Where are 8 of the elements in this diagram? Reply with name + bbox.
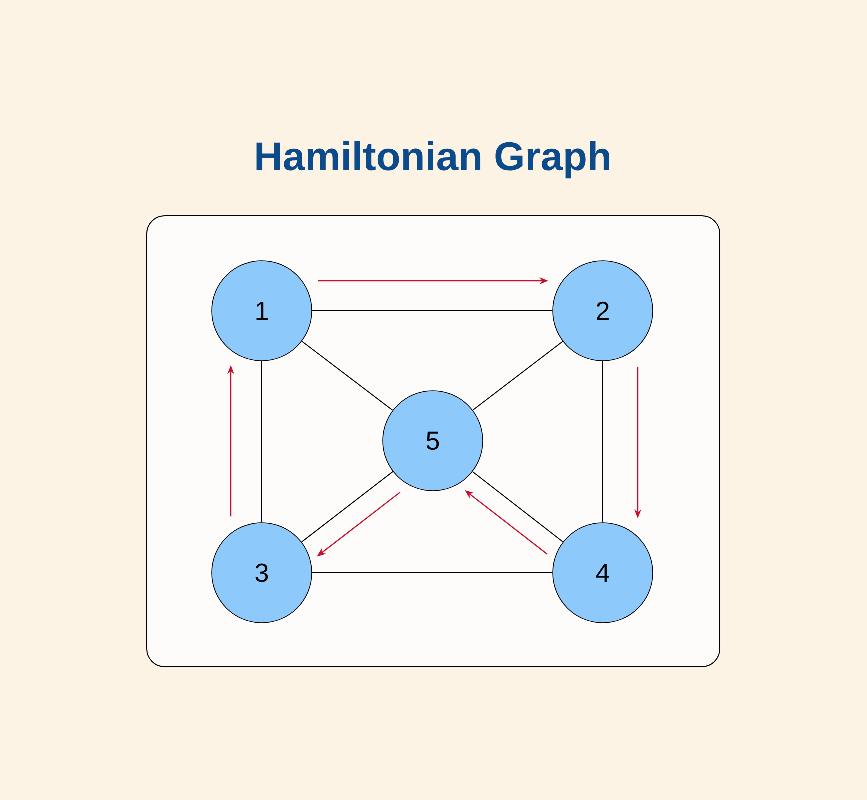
title: Hamiltonian Graph [256, 141, 610, 179]
edge-line [312, 572, 554, 574]
edge-line [472, 341, 564, 411]
edge-line [301, 471, 394, 543]
edge-line [602, 360, 604, 524]
edge-line [312, 310, 554, 312]
edge-line [472, 471, 564, 543]
edge-line [302, 341, 394, 411]
